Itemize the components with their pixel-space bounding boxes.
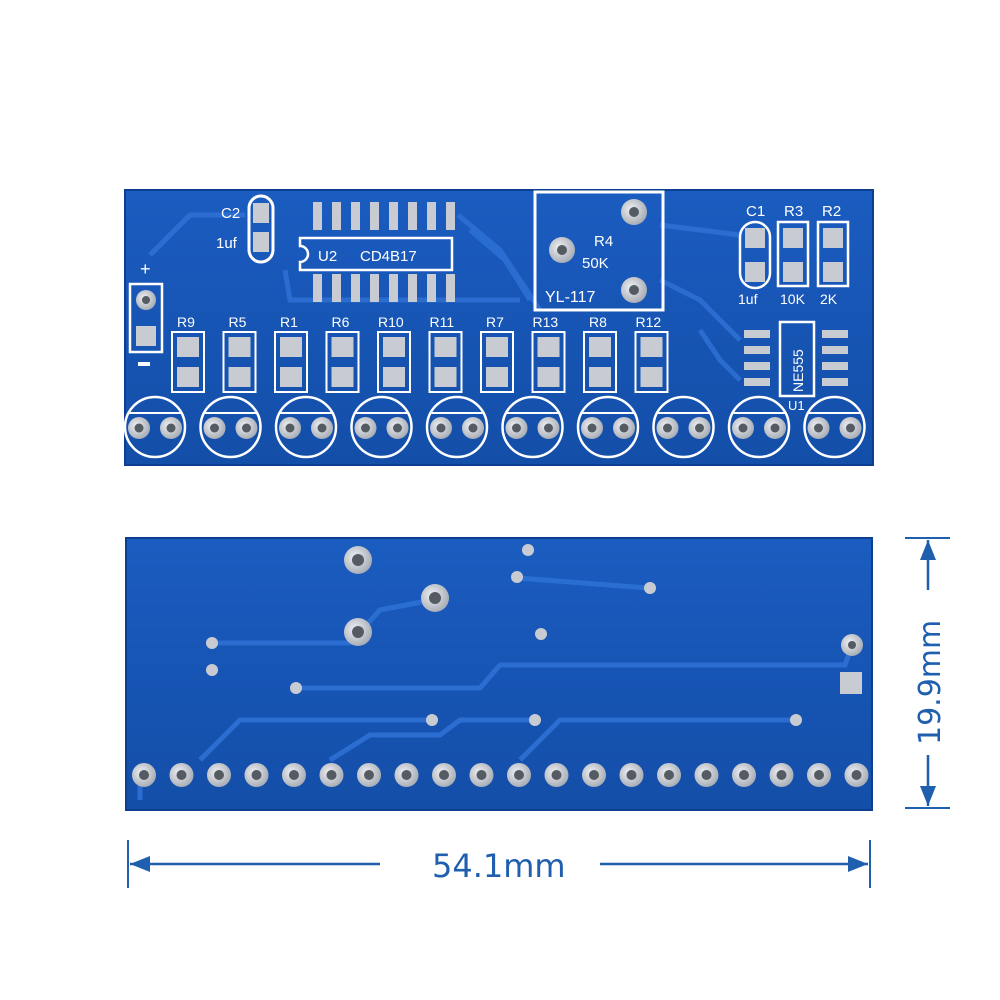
c2-label: C2 [221, 205, 240, 222]
led-footprint [652, 395, 715, 459]
u1-label: U1 [788, 398, 805, 413]
resistor-footprint-r10: R10 [377, 314, 411, 393]
led-row [123, 395, 866, 459]
bottom-pin [132, 763, 156, 787]
resistor-label: R13 [533, 314, 559, 330]
bottom-pin-row [132, 763, 869, 787]
led-footprint [425, 395, 489, 459]
bottom-pin [844, 763, 869, 787]
bottom-pin [732, 763, 756, 787]
resistor-footprint-r5: R5 [222, 314, 257, 393]
resistor-footprint-r11: R11 [428, 314, 463, 393]
r2-value: 2K [820, 291, 838, 307]
r4-footprint [533, 190, 665, 312]
c2-value: 1uf [216, 235, 238, 252]
resistor-label: R10 [378, 314, 404, 330]
led-footprint [123, 395, 187, 459]
c1-label: C1 [746, 203, 765, 220]
bottom-pin [169, 763, 194, 787]
width-label: 54.1mm [432, 847, 566, 885]
led-footprint [803, 395, 866, 459]
resistor-label: R12 [636, 314, 662, 330]
arrow-down-icon [920, 786, 936, 806]
resistor-footprint-r9: R9 [171, 314, 205, 393]
height-label: 19.9mm [913, 620, 948, 745]
arrow-right-icon [848, 856, 868, 872]
bottom-pin [507, 763, 531, 787]
arrow-up-icon [920, 540, 936, 560]
u1-chip-label: NE555 [790, 349, 806, 392]
bottom-pin [807, 763, 831, 787]
bottom-pin [282, 763, 306, 787]
led-footprint [727, 395, 791, 459]
resistor-footprint-r6: R6 [325, 314, 360, 393]
bottom-pin [657, 763, 681, 787]
r3-value: 10K [780, 291, 806, 307]
bottom-pin [619, 763, 644, 787]
c2-footprint [247, 194, 275, 264]
traces [148, 212, 742, 382]
led-footprint [274, 395, 338, 459]
bottom-pin [207, 763, 231, 787]
bottom-pin [469, 763, 494, 787]
bottom-pin [394, 763, 419, 787]
bottom-vias [206, 544, 863, 726]
bottom-pin [432, 763, 456, 787]
bottom-pin [769, 763, 794, 787]
led-footprint [350, 395, 413, 459]
width-dimension: 54.1mm [127, 840, 871, 888]
bottom-board [125, 537, 873, 811]
resistor-footprint-r1: R1 [274, 314, 308, 393]
resistor-footprint-r12: R12 [634, 314, 669, 393]
u2-chip-label: CD4B17 [360, 248, 417, 265]
bottom-pin [357, 763, 381, 787]
resistor-label: R1 [280, 314, 298, 330]
arrow-left-icon [130, 856, 150, 872]
resistor-footprint-r13: R13 [531, 314, 566, 393]
resistor-label: R6 [332, 314, 350, 330]
resistor-label: R5 [229, 314, 247, 330]
u2-footprint [298, 202, 455, 302]
u2-label: U2 [318, 248, 337, 265]
u1-footprint [744, 320, 848, 398]
bottom-pin [582, 763, 606, 787]
r3-label: R3 [784, 203, 803, 220]
bottom-pin [694, 763, 719, 787]
bottom-pin [244, 763, 269, 787]
r4-value: 50K [582, 255, 609, 272]
module-label: YL-117 [545, 289, 596, 306]
c1-value: 1uf [738, 291, 758, 307]
led-footprint [501, 395, 564, 459]
r4-label: R4 [594, 233, 613, 250]
bottom-pin [544, 763, 569, 787]
top-board: C2 1uf U2 CD4B17 [123, 189, 874, 466]
resistor-label: R8 [589, 314, 607, 330]
c1-r3-r2-pads [738, 220, 850, 290]
svg-text:+: + [140, 259, 151, 279]
power-header: + [128, 259, 164, 366]
resistor-footprint-r7: R7 [480, 314, 514, 393]
resistor-label: R7 [486, 314, 504, 330]
bottom-pin [319, 763, 344, 787]
led-footprint [576, 395, 640, 459]
resistor-row: R9 R5 R1 R6 R10 R11 R7 R13 R8 R12 [171, 314, 669, 393]
resistor-label: R11 [430, 314, 455, 330]
r2-label: R2 [822, 203, 841, 220]
resistor-footprint-r8: R8 [583, 314, 617, 393]
led-footprint [199, 395, 262, 459]
height-dimension: 19.9mm [905, 537, 950, 809]
resistor-label: R9 [177, 314, 195, 330]
